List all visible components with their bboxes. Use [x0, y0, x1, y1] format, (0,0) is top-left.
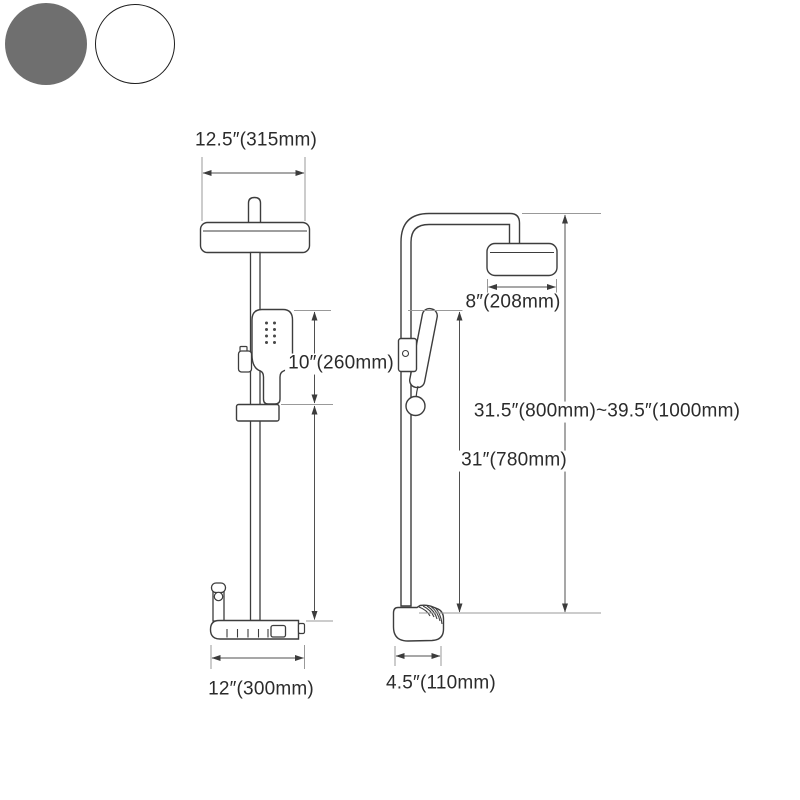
dim-label-riser-height: 31″(780mm) — [458, 450, 570, 472]
front-handheld-spray-holes — [265, 321, 276, 344]
front-spout-knob — [213, 591, 224, 602]
front-valve-buttons — [226, 629, 269, 638]
front-slider-bracket — [235, 403, 280, 422]
dim-label-front-head-width: 12.5″(315mm) — [191, 130, 321, 152]
dim-label-handheld-height: 10″(260mm) — [285, 353, 397, 375]
front-showerhead — [199, 221, 311, 254]
side-pipe-and-arm — [400, 212, 521, 607]
side-bracket-screw — [401, 349, 410, 358]
dim-label-front-base-width: 12″(300mm) — [205, 679, 317, 701]
side-view — [392, 212, 558, 642]
front-valve-square-button — [270, 624, 287, 638]
front-shower-arm — [247, 196, 262, 223]
side-hose-connector — [405, 395, 426, 417]
dim-label-total-height-range: 31.5″(800mm)~39.5″(1000mm) — [470, 401, 744, 423]
front-handheld-shower — [251, 308, 294, 405]
color-swatch-white[interactable] — [95, 4, 175, 84]
side-showerhead — [486, 242, 558, 277]
side-base-spout — [392, 604, 445, 642]
front-spout-cap — [210, 582, 227, 594]
front-valve-right-tab — [297, 622, 306, 635]
extension-lines — [201, 157, 601, 669]
color-swatch-gray[interactable] — [5, 3, 87, 85]
dim-label-side-base-depth: 4.5″(110mm) — [383, 673, 499, 695]
dim-label-side-head-width: 8″(208mm) — [462, 292, 564, 314]
front-handheld-holder-body — [237, 350, 253, 373]
front-view — [199, 196, 311, 640]
front-riser-pipe — [249, 251, 261, 622]
